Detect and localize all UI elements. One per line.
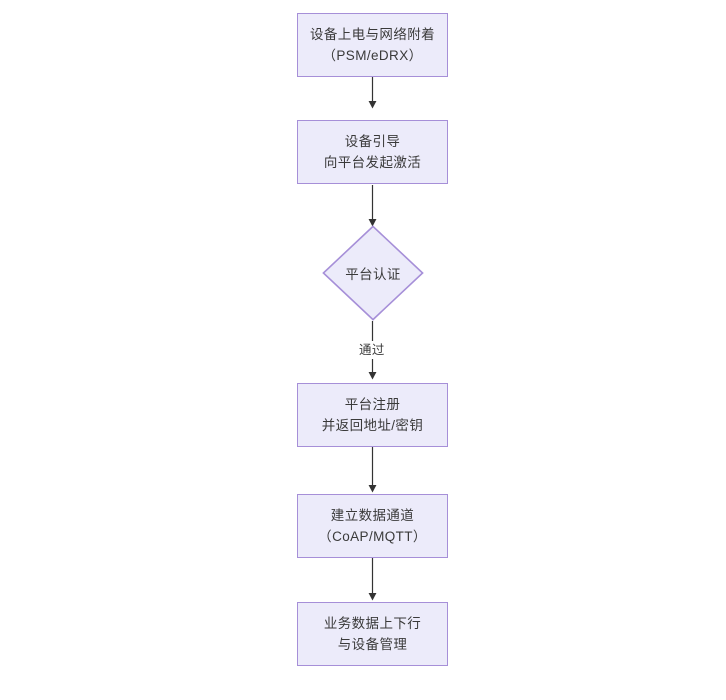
- node-label-line1: 平台注册: [344, 397, 401, 412]
- node-establish-data-channel[interactable]: 建立数据通道 （CoAP/MQTT）: [297, 494, 448, 558]
- node-platform-authentication[interactable]: 平台认证: [322, 225, 424, 321]
- node-device-bootstrap[interactable]: 设备引导 向平台发起激活: [297, 120, 448, 184]
- node-label-line1: 设备引导: [344, 134, 401, 149]
- node-label-line1: 建立数据通道: [330, 508, 415, 523]
- node-label-line2: 与设备管理: [337, 637, 408, 652]
- node-platform-registration[interactable]: 平台注册 并返回地址/密钥: [297, 383, 448, 447]
- node-label-line2: （PSM/eDRX）: [322, 48, 423, 63]
- edge-label-pass: 通过: [356, 341, 388, 359]
- node-device-power-on[interactable]: 设备上电与网络附着 （PSM/eDRX）: [297, 13, 448, 77]
- node-label-line2: 向平台发起激活: [323, 155, 422, 170]
- node-label-line1: 设备上电与网络附着: [309, 27, 436, 42]
- node-label-line1: 业务数据上下行: [323, 616, 422, 631]
- node-label-line2: 并返回地址/密钥: [321, 418, 424, 433]
- node-label-line2: （CoAP/MQTT）: [318, 529, 427, 544]
- diamond-shape: [322, 225, 424, 321]
- node-label-line1: 平台认证: [345, 267, 401, 282]
- node-business-data-and-device-management[interactable]: 业务数据上下行 与设备管理: [297, 602, 448, 666]
